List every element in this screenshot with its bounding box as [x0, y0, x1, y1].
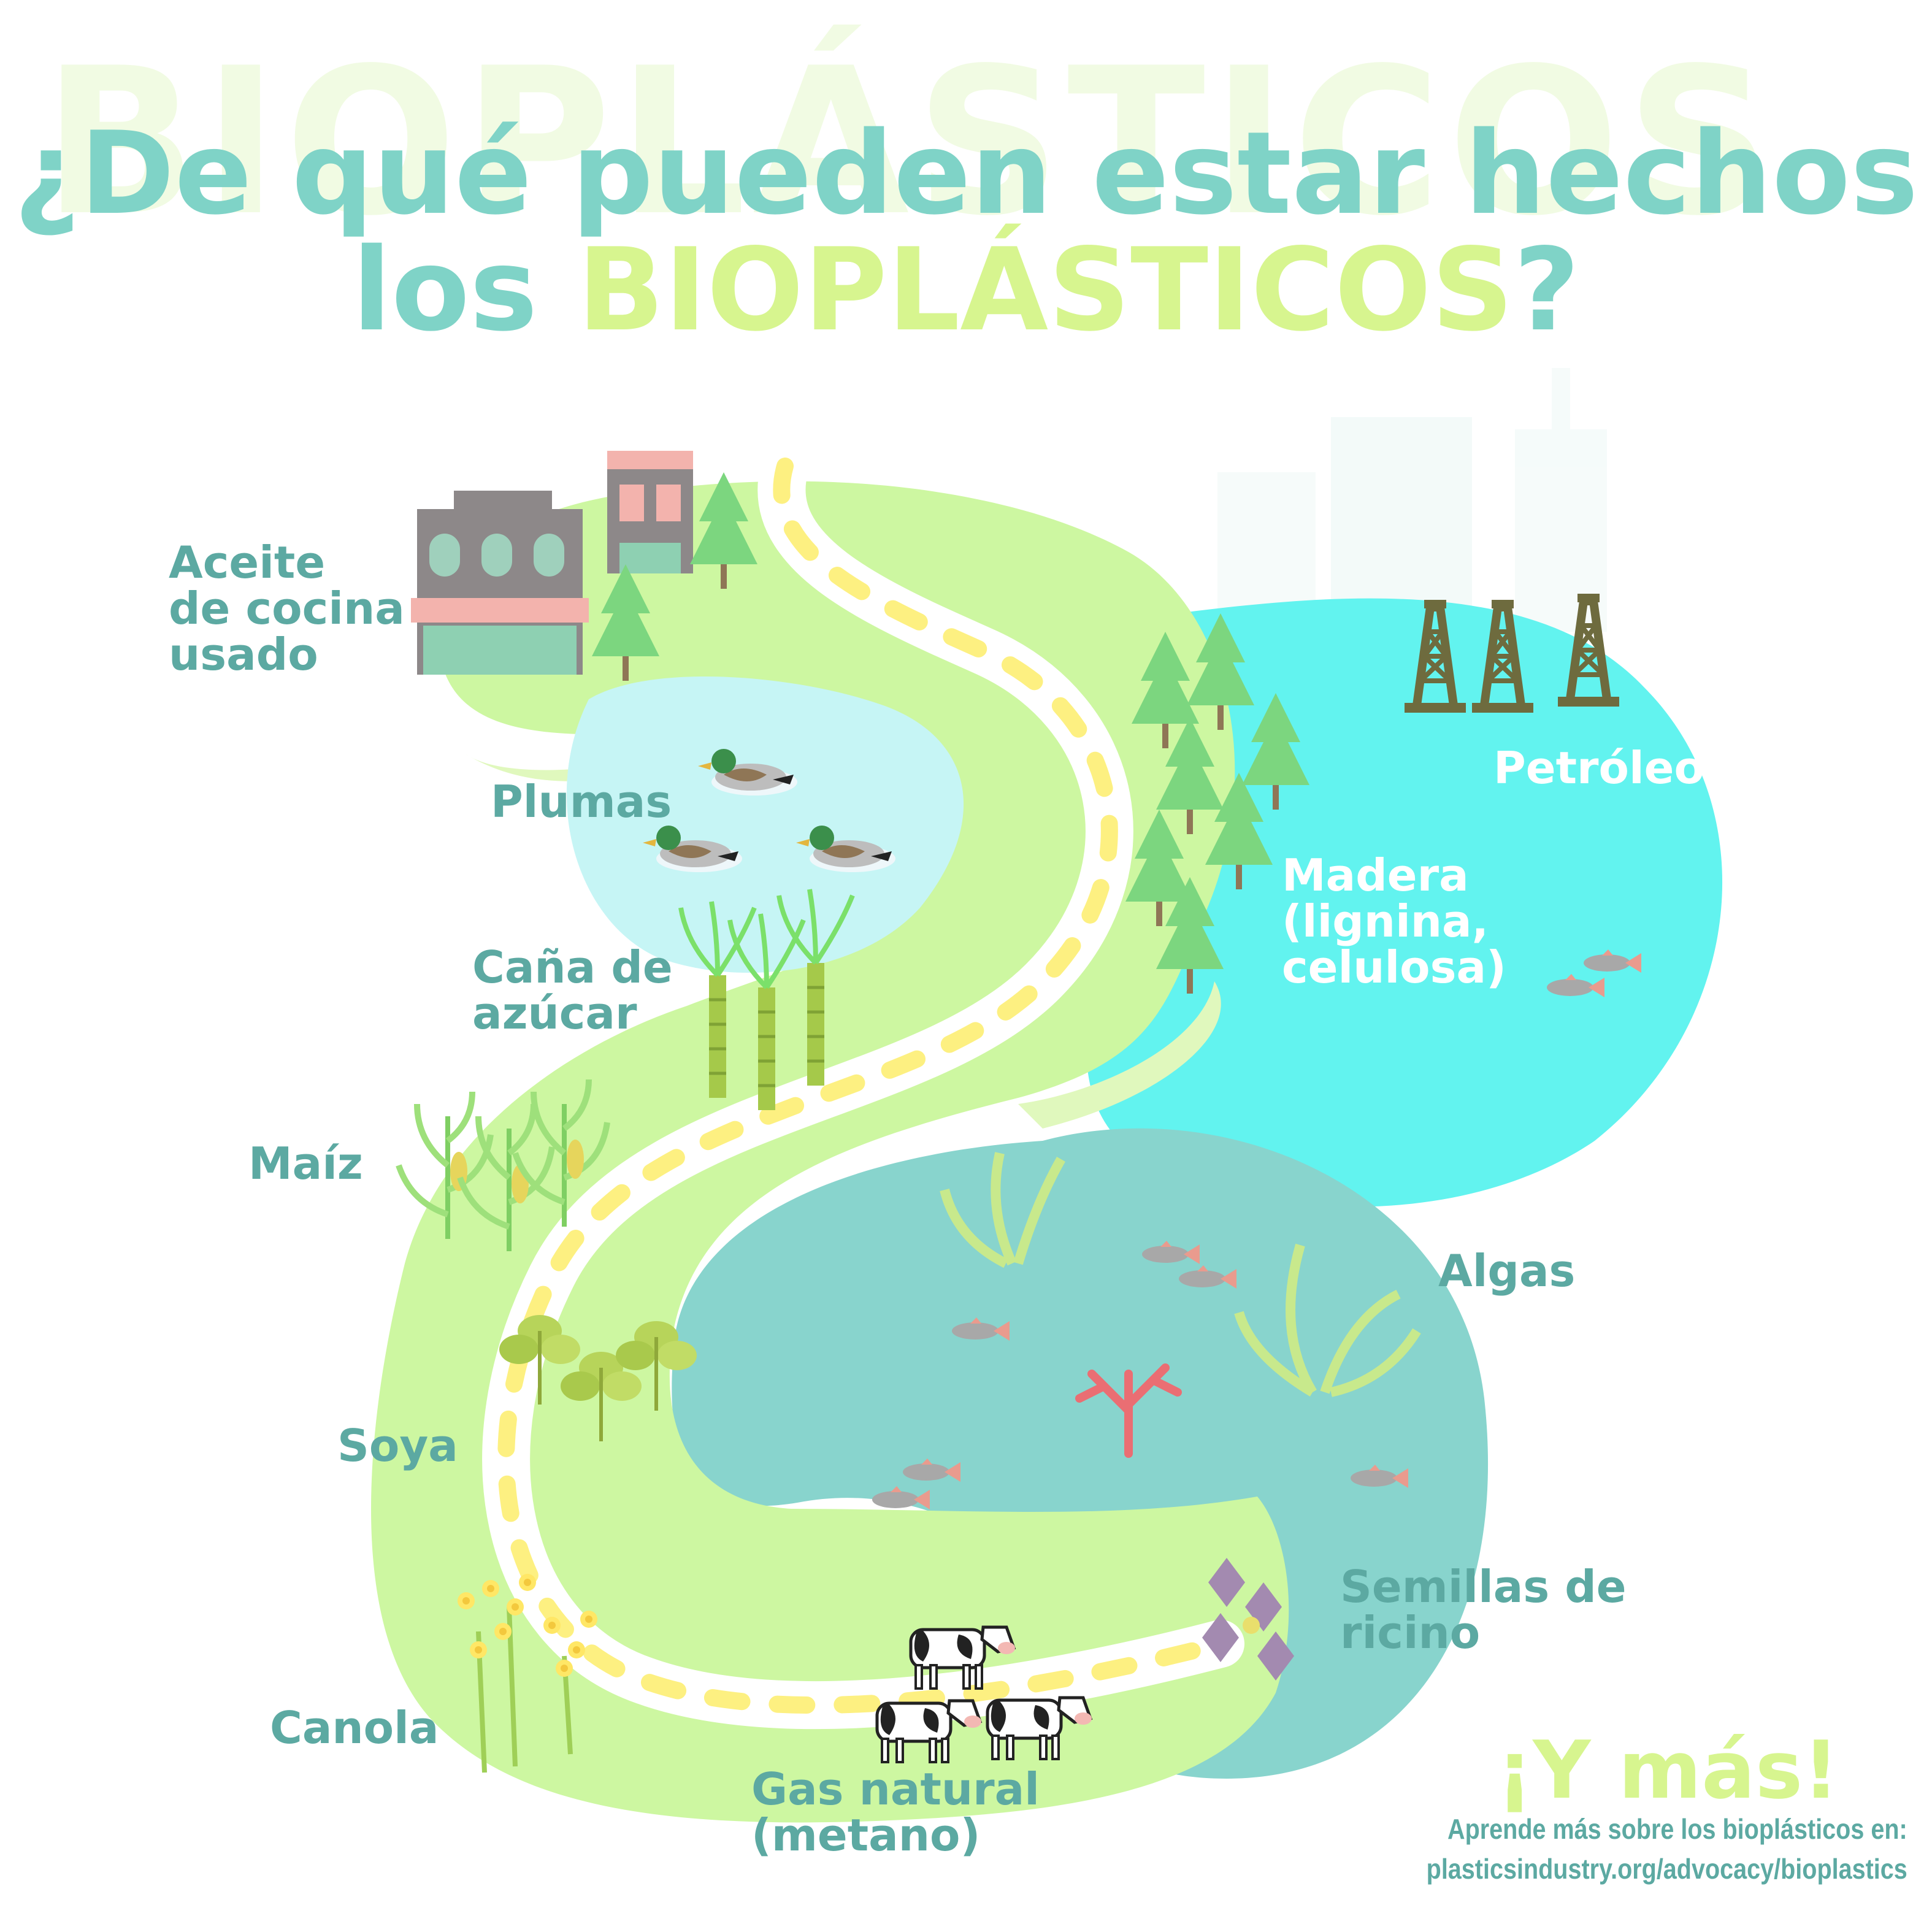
label-madera: Madera(lignina,celulosa): [1282, 849, 1506, 993]
city-skyline-icon: [1217, 368, 1607, 632]
page-title: ¿De qué pueden estar hechos: [13, 107, 1919, 240]
seaweed-icon: [940, 1152, 1421, 1397]
label-algas: Algas: [1438, 1245, 1576, 1297]
page-title-line-2: los BIOPLÁSTICOS?: [352, 223, 1580, 356]
building-icon: [411, 491, 589, 675]
footer-text: Aprende más sobre los bioplásticos en:: [1447, 1813, 1907, 1845]
label-canola: Canola: [270, 1702, 439, 1754]
label-soya: Soya: [337, 1420, 458, 1471]
background-watermark: BIOPLÁSTICOS: [43, 25, 1778, 260]
land-mass: [371, 481, 1289, 1823]
building-icon: [607, 451, 693, 573]
castor-plant-icon: [1202, 1558, 1294, 1681]
cta-y-mas: ¡Y más!: [1497, 1723, 1839, 1817]
coral-icon: [1075, 1363, 1182, 1458]
label-plumas: Plumas: [491, 776, 672, 827]
label-gas-natural: Gas natural(metano): [751, 1763, 1040, 1861]
sea-cyan: [1086, 598, 1723, 1207]
road-dashes: [497, 458, 1229, 1714]
canola-icon: [458, 1574, 597, 1773]
pond: [566, 676, 964, 973]
label-petroleo: Petróleo: [1493, 742, 1704, 794]
label-maiz: Maíz: [248, 1138, 363, 1189]
footer-link[interactable]: plasticsindustry.org/advocacy/bioplastic…: [1426, 1853, 1907, 1885]
title-highlight: BIOPLÁSTICOS: [577, 223, 1514, 356]
